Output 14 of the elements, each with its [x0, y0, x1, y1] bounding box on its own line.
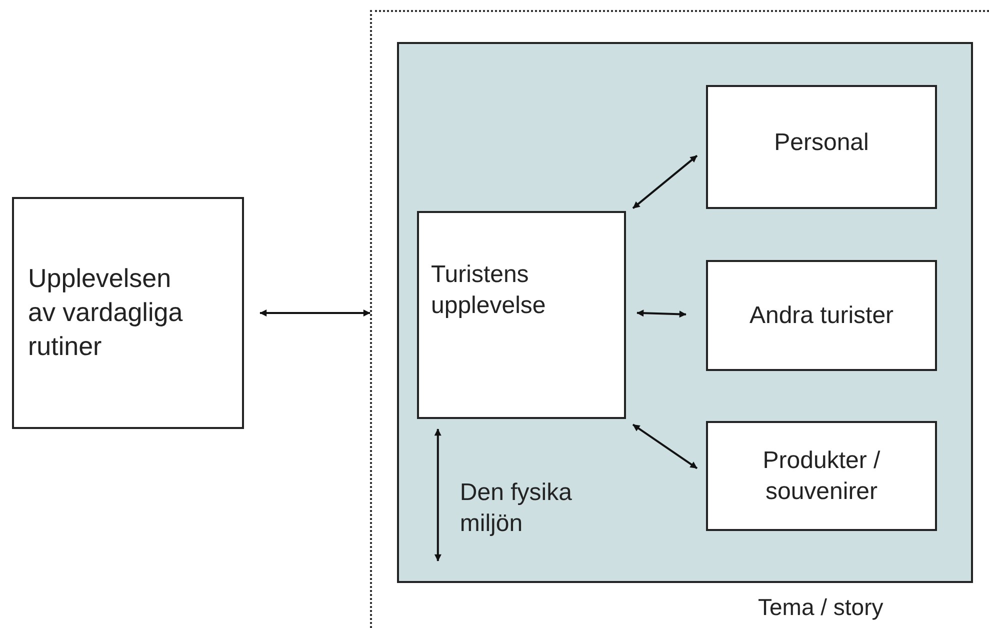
node-label: Turistens upplevelse [431, 260, 547, 322]
process-box [12, 197, 244, 429]
edge-label: Den fysika miljön [460, 478, 573, 540]
process-box [706, 260, 937, 371]
process-box [706, 85, 937, 209]
node-label: Upplevelsen av vardagliga rutiner [28, 262, 184, 363]
node-label: Andra turister [748, 300, 895, 331]
region-label: Tema / story [758, 593, 884, 622]
node-label: Produkter / souvenirer [762, 446, 882, 507]
process-box [417, 211, 626, 419]
theme-panel [397, 42, 973, 583]
process-box [706, 421, 937, 531]
dotted-region [370, 10, 989, 628]
node-label: Personal [773, 128, 870, 158]
